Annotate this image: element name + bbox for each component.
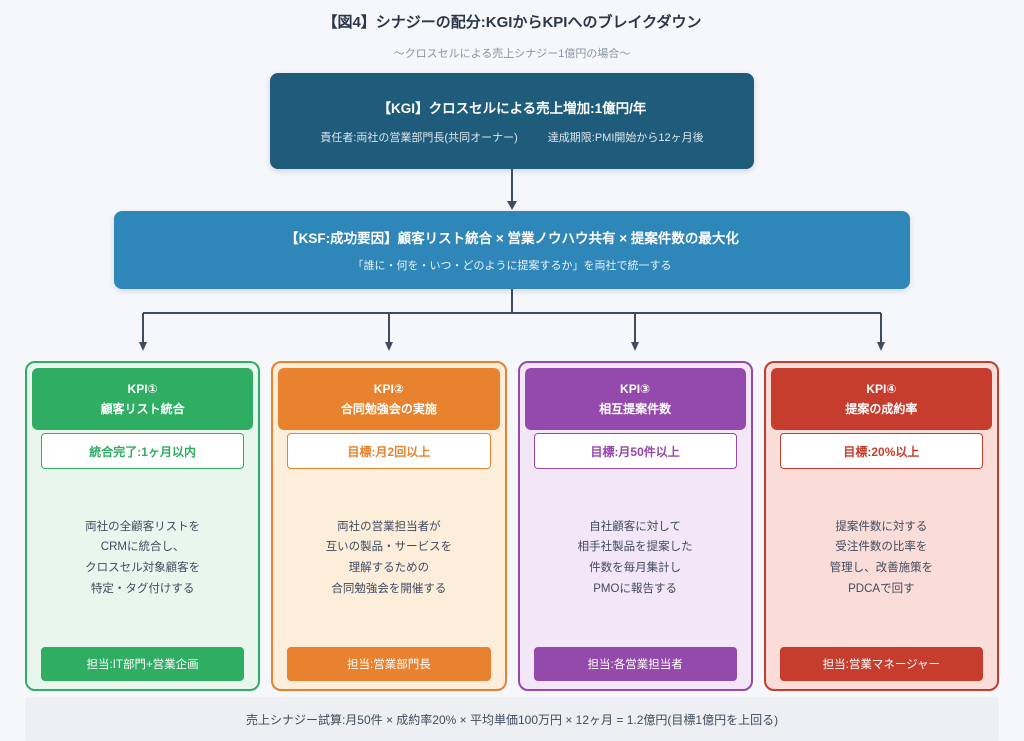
kpi-card-2: KPI② 合同勉強会の実施 目標:月2回以上 両社の営業担当者が 互いの製品・サ… (271, 361, 507, 691)
kpi2-id: KPI② (373, 381, 404, 396)
kpi-card-3: KPI③ 相互提案件数 目標:月50件以上 自社顧客に対して 相手社製品を提案し… (517, 361, 753, 691)
ksf-title: 【KSF:成功要因】顧客リスト統合 × 営業ノウハウ共有 × 提案件数の最大化 (285, 231, 739, 246)
kpi3-target-badge: 目標:月50件以上 (533, 433, 737, 469)
kpi1-header: KPI① 顧客リスト統合 (32, 368, 254, 430)
synergy-estimate-bar: 売上シナジー試算:月50件 × 成約率20% × 平均単価100万円 × 12ヶ… (25, 697, 999, 741)
kpi3-owner-bar: 担当:各営業担当者 (533, 647, 737, 681)
kpi3-name: 相互提案件数 (599, 401, 672, 416)
kpi2-name: 合同勉強会の実施 (340, 401, 437, 416)
ksf-to-kpi-connectors (139, 289, 885, 351)
kpi3-header: KPI③ 相互提案件数 (524, 368, 746, 430)
arrow-head (507, 201, 517, 210)
kgi-meta: 責任者:両社の営業部門長(共同オーナー) 達成期限:PMI開始から12ヶ月後 (320, 129, 703, 145)
kgi-title: 【KGI】クロスセルによる売上増加:1億円/年 (377, 101, 647, 116)
kpi1-id: KPI① (127, 381, 158, 396)
kpi-card-4: KPI④ 提案の成約率 目標:20%以上 提案件数に対する 受注件数の比率を 管… (763, 361, 999, 691)
kpi2-owner-bar: 担当:営業部門長 (287, 647, 491, 681)
kpi1-name: 顧客リスト統合 (100, 401, 185, 416)
kpi4-description: 提案件数に対する 受注件数の比率を 管理し、改善施策を PDCAで回す (829, 520, 934, 595)
kpi1-target-badge: 統合完了:1ヶ月以内 (41, 433, 245, 469)
kpi4-name: 提案の成約率 (845, 401, 918, 416)
kpi2-header: KPI② 合同勉強会の実施 (278, 368, 500, 430)
arrow-head-kpi2 (385, 342, 393, 351)
kgi-owner: 責任者:両社の営業部門長(共同オーナー) (320, 132, 518, 144)
kpi-cards-row: KPI① 顧客リスト統合 統合完了:1ヶ月以内 両社の全顧客リストを CRMに統… (0, 361, 1024, 691)
kpi4-id: KPI④ (866, 381, 897, 396)
kgi-to-ksf-arrow (507, 169, 517, 210)
kpi2-description: 両社の営業担当者が 互いの製品・サービスを 理解するための 合同勉強会を開催する (325, 520, 453, 595)
page-subtitle: 〜クロスセルによる売上シナジー1億円の場合〜 (393, 48, 631, 60)
kpi4-owner-bar: 担当:営業マネージャー (779, 647, 983, 681)
kpi1-description: 両社の全顧客リストを CRMに統合し、 クロスセル対象顧客を 特定・タグ付けする (85, 520, 201, 595)
ksf-subtitle: 「誰に・何を・いつ・どのように提案するか」を両社で統一する (352, 260, 672, 272)
kpi4-target-badge: 目標:20%以上 (779, 433, 983, 469)
kpi3-id: KPI③ (620, 381, 651, 396)
page-title: 【図4】シナジーの配分:KGIからKPIへのブレイクダウン (322, 14, 702, 31)
arrow-head-kpi1 (139, 342, 147, 351)
kpi1-owner-bar: 担当:IT部門+営業企画 (41, 647, 245, 681)
arrow-head-kpi4 (877, 342, 885, 351)
kpi-card-1: KPI① 顧客リスト統合 統合完了:1ヶ月以内 両社の全顧客リストを CRMに統… (25, 361, 261, 691)
kgi-box: 【KGI】クロスセルによる売上増加:1億円/年 責任者:両社の営業部門長(共同オ… (270, 73, 754, 169)
branch-lines (142, 289, 882, 343)
kpi3-description: 自社顧客に対して 相手社製品を提案した 件数を毎月集計し PMOに報告する (577, 520, 693, 595)
arrow-head-kpi3 (631, 342, 639, 351)
kpi2-target-badge: 目標:月2回以上 (287, 433, 491, 469)
diagram-header: 【図4】シナジーの配分:KGIからKPIへのブレイクダウン 〜クロスセルによる売… (0, 0, 1024, 61)
kgi-deadline: 達成期限:PMI開始から12ヶ月後 (547, 132, 704, 144)
kpi4-header: KPI④ 提案の成約率 (770, 368, 992, 430)
ksf-box: 【KSF:成功要因】顧客リスト統合 × 営業ノウハウ共有 × 提案件数の最大化 … (114, 211, 910, 289)
